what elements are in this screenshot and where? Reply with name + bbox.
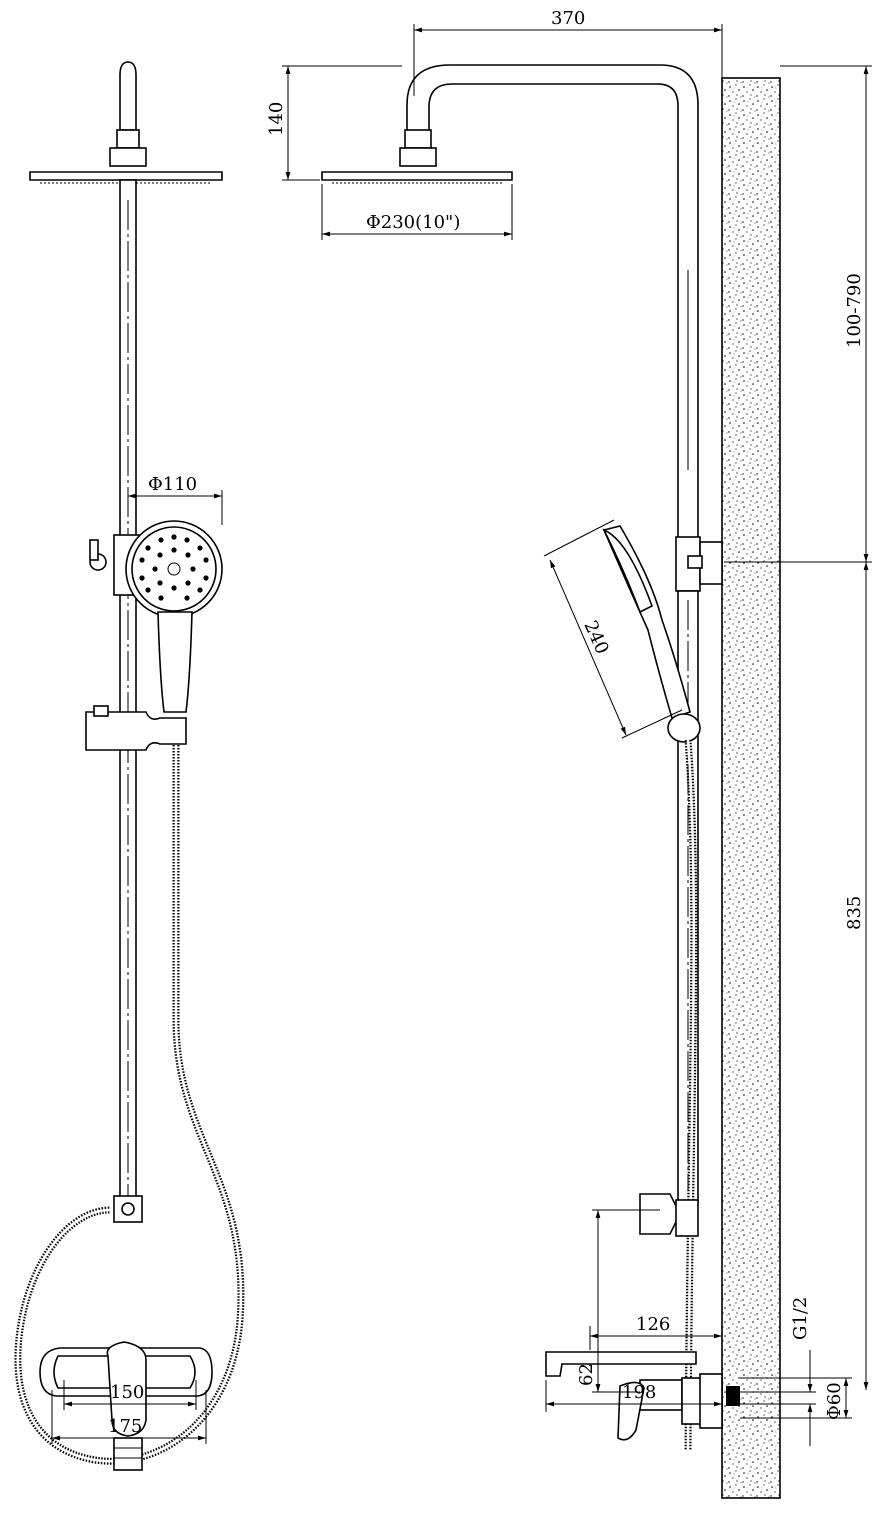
dim-mixer-centres-min: 150: [110, 1382, 144, 1403]
mixer-spout-front: [113, 1437, 143, 1471]
front-view-dimensions: Φ110 150 175: [51, 474, 223, 1444]
dim-mixer-centres-max: 175: [108, 1416, 142, 1437]
head-nut: [109, 147, 147, 167]
diverter: [113, 1195, 143, 1223]
dim-inlet-diameter: Φ60: [824, 1382, 845, 1420]
dim-hand-shower-diameter: Φ110: [148, 474, 197, 495]
front-view: [14, 61, 245, 1471]
side-rain-head: [321, 171, 513, 181]
wall-section: [721, 77, 781, 1499]
side-view: [321, 64, 781, 1499]
mixer-lever: [106, 1341, 147, 1437]
rain-shower-head: [29, 171, 223, 181]
dim-mixer-offset: 62: [576, 1363, 597, 1386]
dim-inlet-thread: G1/2: [790, 1297, 811, 1340]
hand-shower-nozzles: [139, 534, 209, 601]
dim-spout-projection-wall: 198: [622, 1382, 656, 1403]
dim-adjustable-height: 100-790: [844, 273, 865, 348]
dim-spout-projection-mixer: 126: [636, 1314, 670, 1335]
side-spout: [545, 1351, 697, 1377]
dim-head-drop: 140: [266, 102, 287, 136]
hand-shower-handle: [157, 611, 193, 713]
side-mixer-lever: [617, 1381, 645, 1441]
dim-hand-shower-length: 240: [579, 617, 612, 657]
dim-bracket-height: 835: [844, 896, 865, 930]
overhead-arm: [406, 64, 699, 545]
side-view-dimensions: 370 140 Φ230(10") 100-790 835 240 62: [266, 8, 872, 1446]
side-diverter: [639, 1193, 681, 1235]
top-arm: [119, 61, 137, 131]
dim-top-width: 370: [551, 8, 585, 29]
slide-holder: [85, 711, 187, 751]
head-connector: [116, 129, 140, 149]
dim-head-diameter: Φ230(10"): [366, 212, 460, 233]
